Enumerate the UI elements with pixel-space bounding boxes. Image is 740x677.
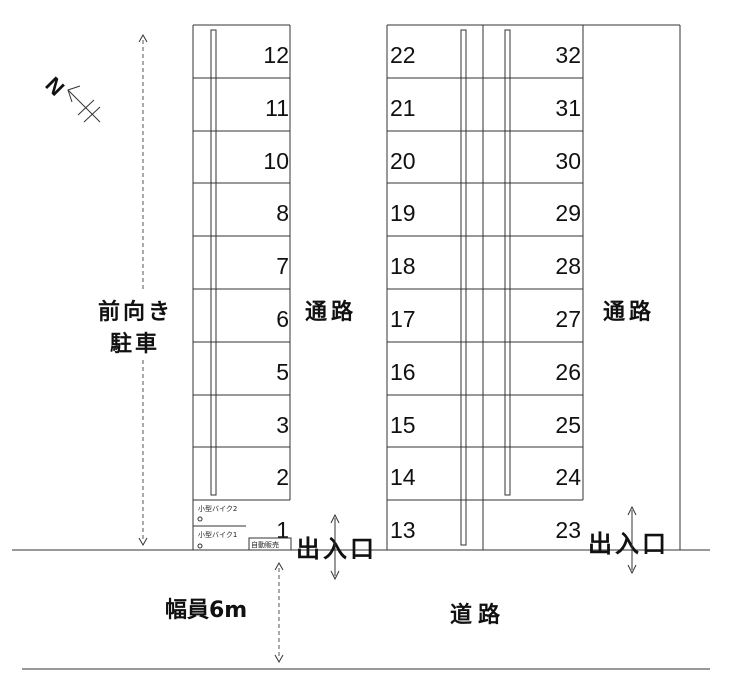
vending-machine	[248, 537, 292, 551]
aisle-label-right: 通路	[603, 299, 655, 325]
stall-number-5: 5	[276, 359, 289, 385]
left-wheel-stop	[210, 29, 217, 496]
right-stall-numbers: 32 31 30 29 28 27 26 25 24 23	[555, 42, 581, 543]
stall-number-11: 11	[265, 95, 289, 121]
stall-number-31: 31	[555, 95, 581, 121]
entrance-label-left: 出入口	[296, 535, 377, 563]
stall-number-3: 3	[276, 412, 289, 438]
entrance-arrow-right-head-bottom	[627, 564, 637, 575]
stall-number-20: 20	[390, 148, 416, 174]
stall-number-14: 14	[390, 464, 416, 490]
stall-number-23: 23	[555, 517, 581, 543]
parking-depth-arrow-bottom	[138, 537, 148, 547]
left-stall-numbers: 12 11 10 8 7 6 5 3 2 1	[263, 42, 289, 543]
bike-2-marker	[197, 516, 203, 522]
stall-number-15: 15	[390, 412, 416, 438]
stall-number-17: 17	[390, 306, 416, 332]
stall-number-25: 25	[555, 412, 581, 438]
north-arrow-head	[67, 85, 81, 103]
stall-number-19: 19	[390, 200, 416, 226]
entrance-label-right: 出入口	[588, 530, 669, 558]
north-arrow: N	[40, 72, 101, 123]
middle-stall-numbers: 22 21 20 19 18 17 16 15 14 13	[390, 42, 416, 543]
north-letter: N	[40, 72, 69, 101]
stall-number-16: 16	[390, 359, 416, 385]
stall-number-21: 21	[390, 95, 416, 121]
bike-2-label: 小型バイク2	[198, 504, 237, 513]
right-wheel-stop	[504, 29, 511, 496]
road-width-arrow-bottom	[274, 654, 284, 664]
parking-depth-arrow-top	[138, 33, 148, 43]
stall-number-6: 6	[276, 306, 289, 332]
north-arrow-cross-2	[83, 106, 101, 123]
entrance-arrow-left-head-top	[330, 513, 340, 524]
stall-number-7: 7	[276, 253, 289, 279]
bike-1-label: 小型バイク1	[198, 530, 237, 539]
stall-dividers	[193, 77, 583, 501]
vending-label: 自動販売	[251, 540, 279, 549]
stall-number-27: 27	[555, 306, 581, 332]
stall-number-30: 30	[555, 148, 581, 174]
stall-number-28: 28	[555, 253, 581, 279]
stall-number-22: 22	[390, 42, 416, 68]
north-arrow-shaft	[67, 89, 101, 123]
stall-number-12: 12	[263, 42, 289, 68]
stall-number-26: 26	[555, 359, 581, 385]
stall-number-18: 18	[390, 253, 416, 279]
stall-number-29: 29	[555, 200, 581, 226]
middle-wheel-stop	[460, 29, 467, 546]
stall-number-8: 8	[276, 200, 289, 226]
stall-number-24: 24	[555, 464, 581, 490]
stall-number-10: 10	[263, 148, 289, 174]
entrance-arrow-left-head-bottom	[330, 570, 340, 581]
aisle-label-left: 通路	[305, 299, 357, 325]
north-arrow-cross-1	[77, 99, 95, 116]
road-width-label: 幅員6m	[165, 598, 247, 623]
stall-number-2: 2	[276, 464, 289, 490]
stall-number-13: 13	[390, 517, 416, 543]
front-parking-label-1: 前向き	[98, 299, 173, 325]
road-width-arrow-top	[274, 561, 284, 571]
stall-number-32: 32	[555, 42, 581, 68]
front-parking-label-2: 駐車	[110, 331, 160, 357]
bike-1-marker	[197, 543, 203, 549]
road-label: 道路	[450, 602, 506, 628]
entrance-arrow-right-head-top	[627, 505, 637, 516]
stall-number-1: 1	[276, 517, 289, 543]
